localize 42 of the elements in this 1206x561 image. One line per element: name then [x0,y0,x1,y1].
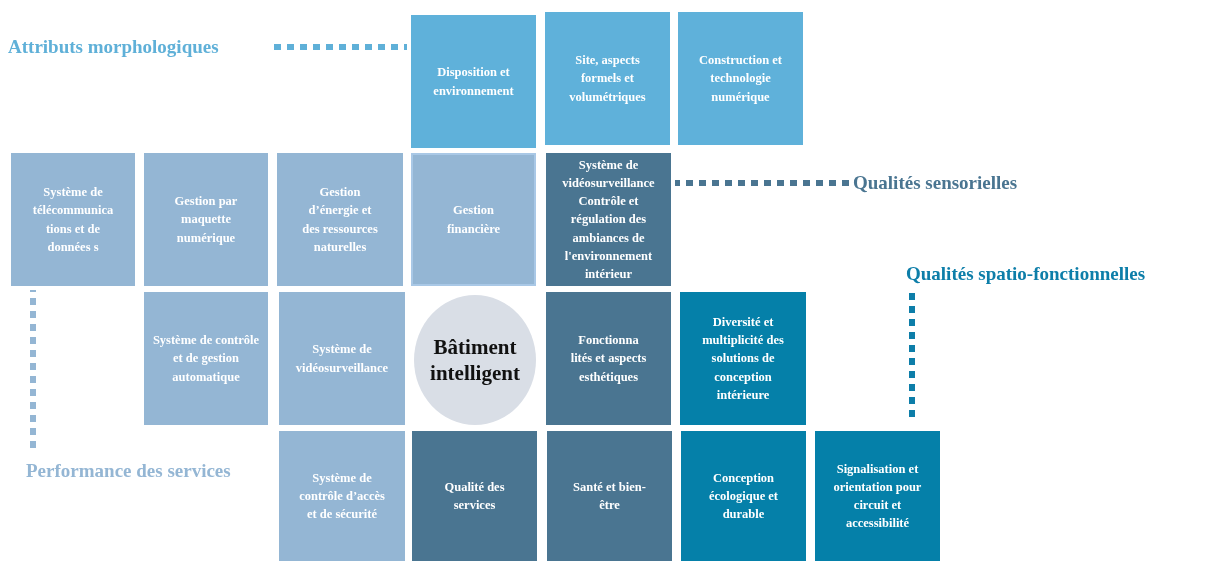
category-box [279,431,405,561]
category-heading: Attributs morphologiques [8,34,270,60]
box-label: Qualité des services [443,478,506,514]
box-label: Disposition et environnement [432,64,515,100]
dotted-leader-line [30,290,36,448]
category-box [412,431,537,561]
category-box [546,292,671,425]
category-box [546,153,671,286]
box-label: Gestion par maquette numérique [173,193,239,247]
category-heading: Performance des services [26,458,272,484]
center-label: Bâtiment intelligent [429,333,521,387]
box-label: Système de contrôle et de gestion automatique [151,332,261,386]
category-box [815,431,940,561]
category-box [279,292,405,425]
category-box [11,153,135,286]
box-label: Système de vidéosurveillance [294,341,390,377]
box-label: Construction et technologie numérique [698,52,783,106]
category-box [144,292,268,425]
dotted-leader-line [274,44,407,50]
category-box [144,153,268,286]
category-box [411,153,536,286]
dotted-leader-line [675,180,849,186]
box-label: Système de télécommunica tions et de données s [31,184,115,256]
box-label: Gestion financière [445,202,502,238]
category-heading: Qualités spatio-fonctionnelles [906,261,1202,287]
box-label: Gestion d’énergie et des ressources naturelles [301,184,379,256]
box-label: Système de vidéosurveillance Contrôle et régulation des ambiances de l'environnement intérieur [561,157,656,283]
category-box [678,12,803,145]
box-label: Signalisation et orientation pour circuit et accessibilité [832,460,923,533]
category-box [277,153,403,286]
category-box [411,15,536,148]
box-label: Fonctionna lités et aspects esthétiques [569,332,648,386]
box-label: Système de contrôle d’accès et de sécurité [298,469,386,524]
box-label: Site, aspects formels et volumétriques [568,52,647,106]
box-label: Conception écologique et durable [707,469,780,524]
category-box [547,431,672,561]
box-label: Santé et bien-être [572,478,647,514]
category-box [545,12,670,145]
category-box [681,431,806,561]
category-heading: Qualités sensorielles [853,170,1053,196]
category-box [680,292,806,425]
box-label: Diversité et multiplicité des solutions de conception intérieure [701,314,785,404]
